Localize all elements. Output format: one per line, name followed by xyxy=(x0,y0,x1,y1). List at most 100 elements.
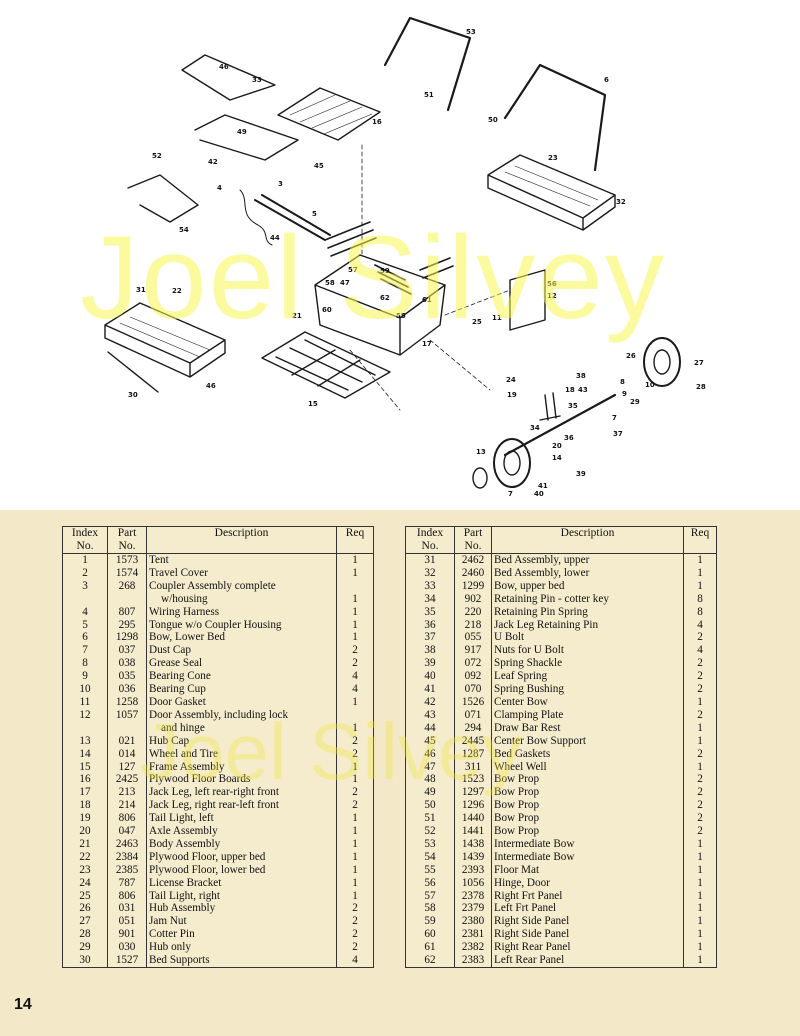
index-cell: 16 xyxy=(62,773,108,787)
description-cell: Bearing Cup xyxy=(146,683,337,696)
part-cell: 1287 xyxy=(454,747,492,761)
index-cell: 61 xyxy=(405,941,455,955)
index-cell: 27 xyxy=(62,915,108,929)
parts-table-header: Index No. Part No. Description Req xyxy=(62,526,374,554)
callout-26: 26 xyxy=(626,352,636,360)
part-cell: 1438 xyxy=(454,837,492,851)
part-cell: 1056 xyxy=(454,876,492,890)
index-cell: 53 xyxy=(405,837,455,851)
req-cell: 1 xyxy=(336,773,374,787)
part-cell xyxy=(107,592,147,606)
callout-18: 18 xyxy=(565,386,575,394)
index-cell: 9 xyxy=(62,670,108,684)
callout-5: 5 xyxy=(312,210,317,218)
req-cell: 2 xyxy=(683,670,717,684)
description-cell: Hinge, Door xyxy=(491,876,684,890)
part-cell: 806 xyxy=(107,812,147,826)
index-cell: 48 xyxy=(405,773,455,787)
description-cell: Floor Mat xyxy=(491,863,684,877)
part-cell xyxy=(107,721,147,735)
callout-38: 38 xyxy=(576,372,586,380)
bed-supports-drawing xyxy=(107,351,159,393)
part-cell: 1439 xyxy=(454,850,492,864)
req-cell: 1 xyxy=(683,837,717,851)
index-cell: 26 xyxy=(62,902,108,916)
part-cell: 787 xyxy=(107,876,147,890)
part-cell: 1526 xyxy=(454,695,492,709)
callout-46-top: 46 xyxy=(219,63,229,71)
callout-16: 16 xyxy=(372,118,382,126)
part-cell: 1057 xyxy=(107,708,147,722)
header-part: Part No. xyxy=(454,526,492,554)
req-cell: 1 xyxy=(336,592,374,606)
description-cell: Plywood Floor, lower bed xyxy=(146,863,337,877)
callout-6: 6 xyxy=(604,76,609,84)
index-cell: 35 xyxy=(405,605,455,619)
req-cell: 1 xyxy=(336,566,374,580)
page-number: 14 xyxy=(14,996,32,1013)
part-cell: 2463 xyxy=(107,837,147,851)
intermediate-bow-53-drawing xyxy=(383,16,472,112)
frame-assembly-drawing xyxy=(261,331,391,399)
description-cell: Door Gasket xyxy=(146,695,337,709)
index-cell xyxy=(62,592,108,606)
description-cell: Axle Assembly xyxy=(146,825,337,838)
callout-4: 4 xyxy=(217,184,222,192)
part-cell: 038 xyxy=(107,657,147,671)
req-cell: 1 xyxy=(683,579,717,593)
wiring-harness-drawing xyxy=(239,189,273,246)
req-cell: 1 xyxy=(336,850,374,864)
description-cell: Intermediate Bow xyxy=(491,837,684,851)
description-cell: Retaining Pin - cotter key xyxy=(491,592,684,606)
callout-37: 37 xyxy=(613,430,623,438)
part-cell: 917 xyxy=(454,644,492,658)
wheel-left-drawing xyxy=(493,438,531,488)
diagram-svg: 46 33 49 42 52 54 53 51 16 6 50 23 32 45… xyxy=(104,16,706,498)
callout-24: 24 xyxy=(506,376,516,384)
callout-46-bottom: 46 xyxy=(206,382,216,390)
index-cell: 8 xyxy=(62,657,108,671)
part-cell: 037 xyxy=(107,644,147,658)
index-cell: 45 xyxy=(405,734,455,748)
index-cell: 11 xyxy=(62,695,108,709)
part-cell: 1573 xyxy=(107,553,147,567)
callout-56: 56 xyxy=(547,280,557,288)
part-cell: 1574 xyxy=(107,566,147,580)
part-cell: 2380 xyxy=(454,915,492,929)
callout-41: 41 xyxy=(538,482,548,490)
callout-13: 13 xyxy=(476,448,486,456)
part-cell: 047 xyxy=(107,825,147,838)
description-cell: Plywood Floor, upper bed xyxy=(146,850,337,864)
callout-31: 31 xyxy=(136,286,146,294)
index-cell: 57 xyxy=(405,889,455,903)
callout-45: 45 xyxy=(314,162,324,170)
description-cell: Wiring Harness xyxy=(146,605,337,619)
callout-8: 8 xyxy=(620,378,625,386)
description-cell: Bow Prop xyxy=(491,825,684,838)
index-cell: 7 xyxy=(62,644,108,658)
index-cell: 24 xyxy=(62,876,108,890)
callout-53: 53 xyxy=(466,28,476,36)
description-cell: Jam Nut xyxy=(146,915,337,929)
exploded-parts-diagram: 46 33 49 42 52 54 53 51 16 6 50 23 32 45… xyxy=(0,0,800,510)
